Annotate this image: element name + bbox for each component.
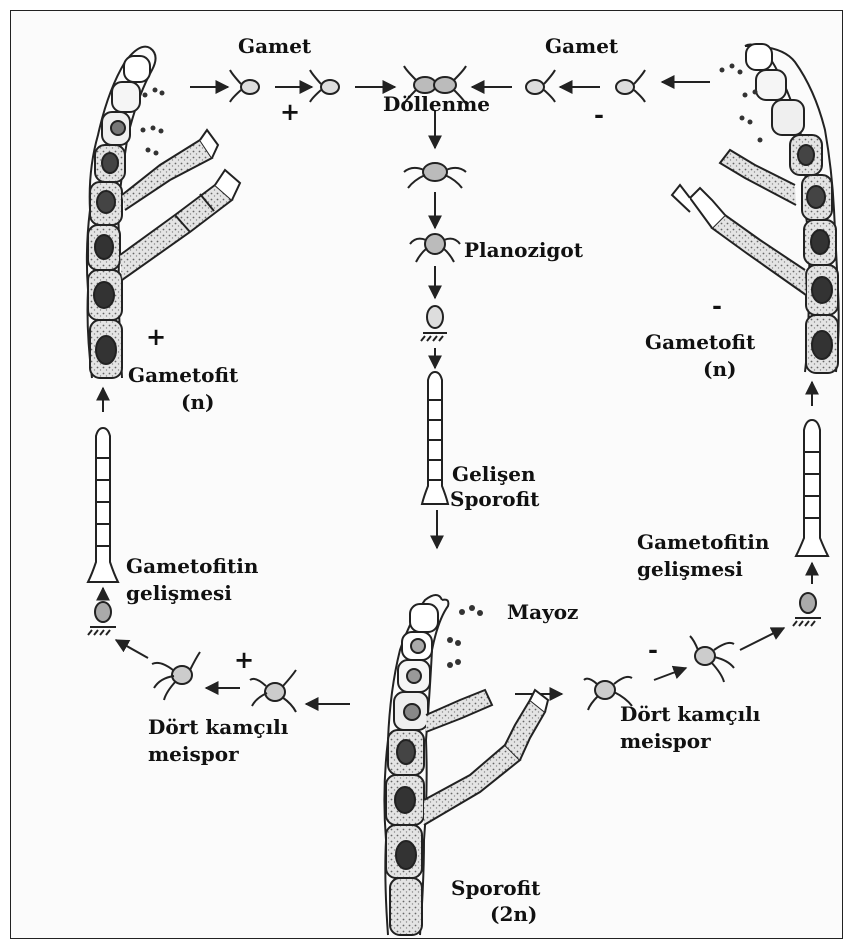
fertilization-label: Döllenme: [383, 92, 490, 116]
developing-sporophyte-label-2: Sporofit: [450, 487, 539, 511]
meiospore-plus-sign: +: [234, 648, 254, 672]
gametophyte-development-right-1: Gametofitin: [637, 530, 769, 554]
gamete-plus-sign: +: [280, 100, 300, 124]
gamete-minus-label: Gamet: [545, 34, 618, 58]
meiosis-label: Mayoz: [507, 600, 578, 624]
gametophyte-plus-sign: +: [146, 325, 166, 349]
gametophyte-minus-ploidy: (n): [703, 357, 736, 381]
developing-sporophyte-label-1: Gelişen: [452, 462, 536, 486]
gametophyte-plus-ploidy: (n): [181, 390, 214, 414]
left-released-gametes: [141, 88, 165, 156]
meiospore-plus-label-1: Dört kamçılı: [148, 715, 288, 739]
gametophyte-development-left-1: Gametofitin: [126, 554, 258, 578]
gametophyte-development-right-2: gelişmesi: [637, 557, 743, 581]
meiospore-minus-label-1: Dört kamçılı: [620, 702, 760, 726]
sporophyte-ploidy: (2n): [490, 902, 537, 926]
gametophyte-plus-label: Gametofit: [128, 363, 238, 387]
gametophyte-development-left-2: gelişmesi: [126, 581, 232, 605]
gamete-minus-sign: -: [594, 103, 604, 127]
meiosis-spores: [447, 605, 483, 668]
gamete-plus-label: Gamet: [238, 34, 311, 58]
planozygote-label: Planozigot: [464, 238, 583, 262]
left-gametophyte-development: [88, 388, 350, 712]
meiospore-plus-label-2: meispor: [148, 742, 239, 766]
gametophyte-minus-label: Gametofit: [645, 330, 755, 354]
sporophyte-label: Sporofit: [451, 876, 540, 900]
gametophyte-minus-sign: -: [712, 294, 722, 318]
meiospore-minus-label-2: meispor: [620, 729, 711, 753]
meiospore-minus-sign: -: [648, 638, 658, 662]
